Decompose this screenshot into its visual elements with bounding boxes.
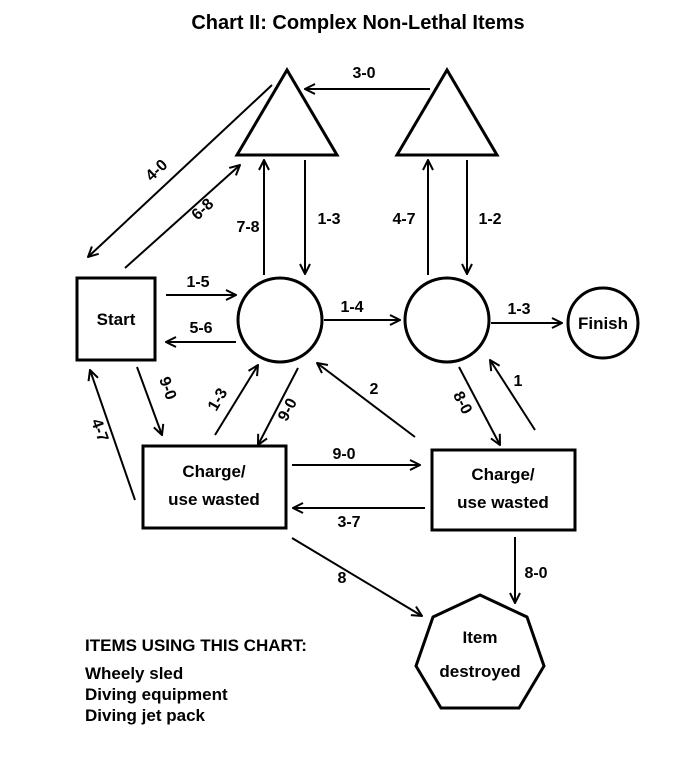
edge-label-circle-right-to-finish: 1-3 [507,301,530,318]
edge-label-circle-right-to-charge-right: 8-0 [449,389,475,417]
triangle-right-node [394,67,500,157]
edge-label-charge-left-to-charge-right: 9-0 [332,446,355,463]
edge-label-tri-right-to-circle-right: 1-2 [478,211,501,228]
edge-label-charge-left-to-circle-left: 1-3 [205,385,231,414]
arrow-charge-left-to-destroyed [291,537,422,616]
edge-label-circle-left-to-circle-right: 1-4 [340,299,363,316]
edge-label-circle-left-to-tri-left: 7-8 [236,219,259,236]
start-node [75,276,157,362]
chart-title: Chart II: Complex Non-Lethal Items [191,12,524,34]
edge-label-charge-right-to-destroyed: 8-0 [524,565,547,582]
circle-right-node [403,276,491,364]
edge-label-circle-left-to-start: 5-6 [189,320,212,337]
edge-label-tri-left-to-circle-left: 1-3 [317,211,340,228]
edge-label-charge-right-to-charge-left: 3-7 [337,514,360,531]
finish-node [566,286,640,360]
edge-label-start-to-charge-left: 9-0 [155,375,179,403]
items-list-item: Diving jet pack [85,706,206,725]
items-list-item: Diving equipment [85,685,228,704]
finish-label: Finish [578,314,628,333]
destroyed-node [414,593,546,710]
edge-label-circle-right-to-tri-right: 4-7 [392,211,415,228]
triangle-left-node [234,67,340,157]
charge-left-label-line1: Charge/ [182,462,246,481]
circle-left-node [236,276,324,364]
edge-label-start-to-tri-left: 6-8 [189,196,218,224]
edge-label-charge-left-to-destroyed: 8 [338,570,347,587]
arrow-charge-left-to-circle-left [214,365,258,436]
arrow-start-to-charge-left [136,366,162,435]
edge-label-tri-left-to-start: 4-0 [143,157,172,185]
destroyed-label-line1: Item [463,628,498,647]
charge-left-node [141,444,288,530]
arrow-charge-right-to-circle-left [317,363,416,438]
items-list-item: Wheely sled [85,664,183,683]
charge-right-node [430,448,577,532]
edge-label-circle-left-to-charge-left: 9-0 [275,396,301,424]
arrow-start-to-tri-left [124,165,240,269]
destroyed-label-line2: destroyed [439,662,520,681]
charge-left-label-line2: use wasted [168,490,260,509]
items-heading: ITEMS USING THIS CHART: [85,636,307,655]
arrow-circle-right-to-charge-right [458,366,500,445]
edge-label-charge-left-to-start: 4-7 [87,417,111,445]
start-label: Start [97,310,136,329]
arrow-tri-left-to-start [88,84,273,257]
edge-label-start-to-circle-left: 1-5 [186,274,209,291]
arrow-charge-left-to-start [90,370,136,501]
edge-label-tri-right-to-tri-left: 3-0 [352,65,375,82]
edge-label-charge-right-to-circle-left: 2 [370,381,379,398]
arrow-charge-right-to-circle-right [490,360,536,431]
arrow-circle-left-to-charge-left [258,367,299,445]
charge-right-label-line2: use wasted [457,493,549,512]
edge-label-charge-right-to-circle-right: 1 [514,373,523,390]
charge-right-label-line1: Charge/ [471,465,535,484]
